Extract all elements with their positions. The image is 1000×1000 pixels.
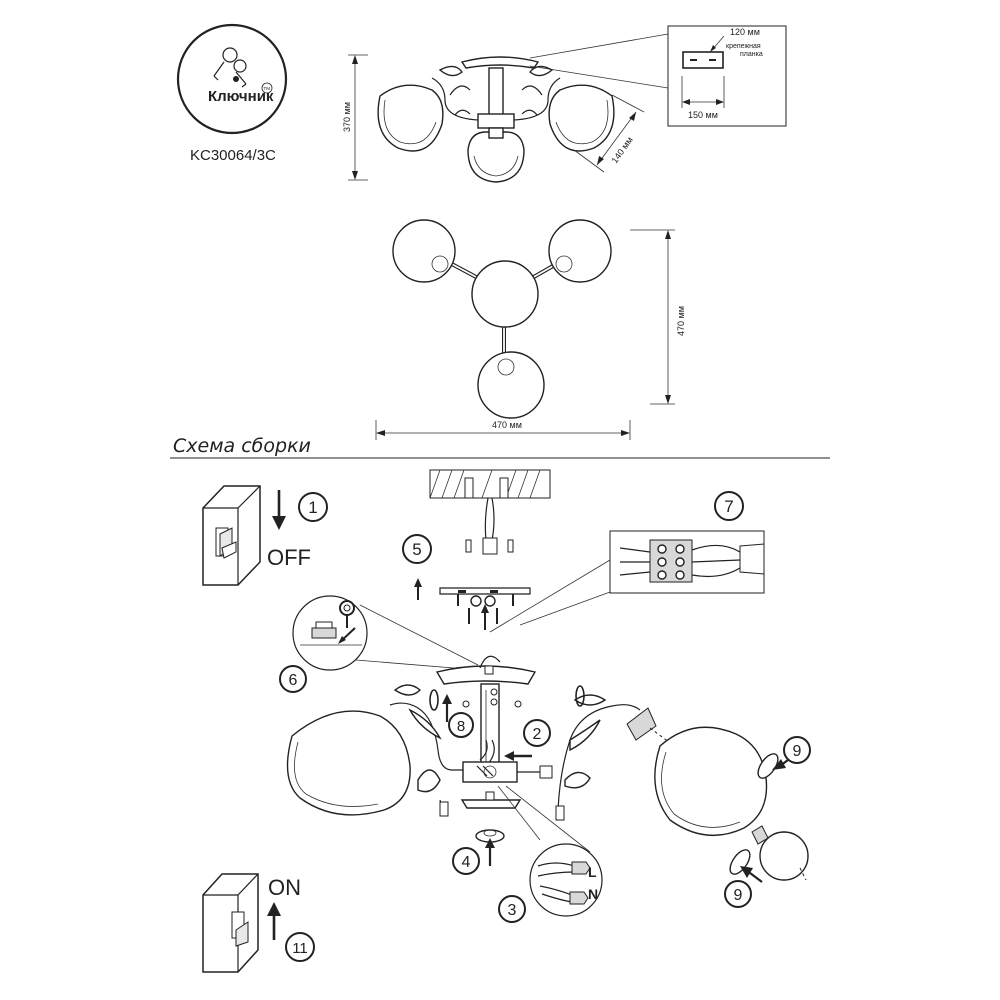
ceiling-section	[429, 469, 551, 555]
top-height-label: 470 мм	[676, 306, 686, 336]
step-7-marker: 7	[714, 491, 744, 521]
diagonal-arrow-icon	[740, 866, 763, 883]
up-arrow-icon	[414, 578, 422, 600]
wire-L-label: L	[588, 864, 597, 880]
step-11-marker: 11	[285, 932, 315, 962]
step-3-marker: 3	[498, 895, 526, 923]
step-5-marker: 5	[402, 534, 432, 564]
chandelier-assembly-drawing	[286, 655, 809, 881]
svg-text:6: 6	[289, 672, 298, 689]
step-6-marker: 6	[279, 665, 307, 693]
nut-detail-callout	[292, 595, 479, 671]
switch-on-drawing	[202, 873, 259, 973]
wire-N-label: N	[588, 886, 598, 902]
svg-text:5: 5	[412, 540, 421, 559]
left-arrow-icon	[504, 751, 532, 761]
down-arrow-icon	[272, 490, 286, 530]
svg-text:3: 3	[508, 902, 517, 919]
brand-name: Ключник	[208, 88, 274, 105]
brand-logo: Ключник TM	[176, 23, 288, 135]
svg-text:1: 1	[308, 498, 317, 517]
svg-text:11: 11	[292, 940, 308, 957]
up-arrow-icon	[481, 604, 489, 630]
step-1-marker: 1	[298, 492, 328, 522]
top-width-dimension: 470 мм	[375, 420, 631, 440]
plate-label-line1: крепежная	[726, 43, 761, 50]
svg-text:7: 7	[724, 497, 733, 516]
plate-length-label: 150 мм	[688, 110, 718, 120]
on-label: ON	[268, 875, 301, 900]
up-arrow-icon	[267, 902, 281, 940]
height-dimension: 370 мм	[342, 54, 368, 181]
step-2-marker: 2	[523, 719, 551, 747]
shade-depth-label: 140 мм	[609, 135, 634, 165]
top-view-drawing	[392, 219, 612, 419]
height-label: 370 мм	[342, 102, 352, 132]
model-code: KC30064/3C	[190, 147, 276, 164]
plate-width-label: 120 мм	[730, 27, 760, 37]
bottom-nut-drawing	[475, 829, 505, 866]
svg-text:2: 2	[533, 726, 542, 743]
step-9-marker: 9	[724, 880, 752, 908]
trademark-mark: TM	[264, 86, 271, 91]
assembly-title: Схема сборки	[173, 435, 311, 457]
svg-text:9: 9	[734, 887, 743, 904]
screw-icon	[462, 700, 470, 708]
screw-icon	[514, 700, 522, 708]
wire-detail-callout: L N	[497, 785, 603, 917]
top-width-label: 470 мм	[492, 420, 522, 430]
off-label: OFF	[267, 545, 311, 570]
top-height-dimension: 470 мм	[630, 229, 686, 405]
step-8-marker: 8	[448, 712, 474, 738]
svg-text:8: 8	[457, 718, 465, 735]
svg-text:9: 9	[793, 743, 802, 760]
step-9-marker: 9	[783, 736, 811, 764]
keys-icon	[213, 47, 247, 88]
up-arrow-icon	[442, 694, 452, 722]
mounting-plate-drawing	[439, 587, 531, 624]
svg-text:4: 4	[462, 854, 471, 871]
mounting-plate-callout: 120 мм крепежная планка 150 мм	[529, 25, 787, 127]
plate-label-line2: планка	[740, 51, 763, 58]
side-view-drawing	[377, 56, 615, 183]
switch-off-drawing	[202, 485, 261, 586]
terminal-block-callout	[489, 530, 765, 633]
step-4-marker: 4	[452, 847, 480, 875]
